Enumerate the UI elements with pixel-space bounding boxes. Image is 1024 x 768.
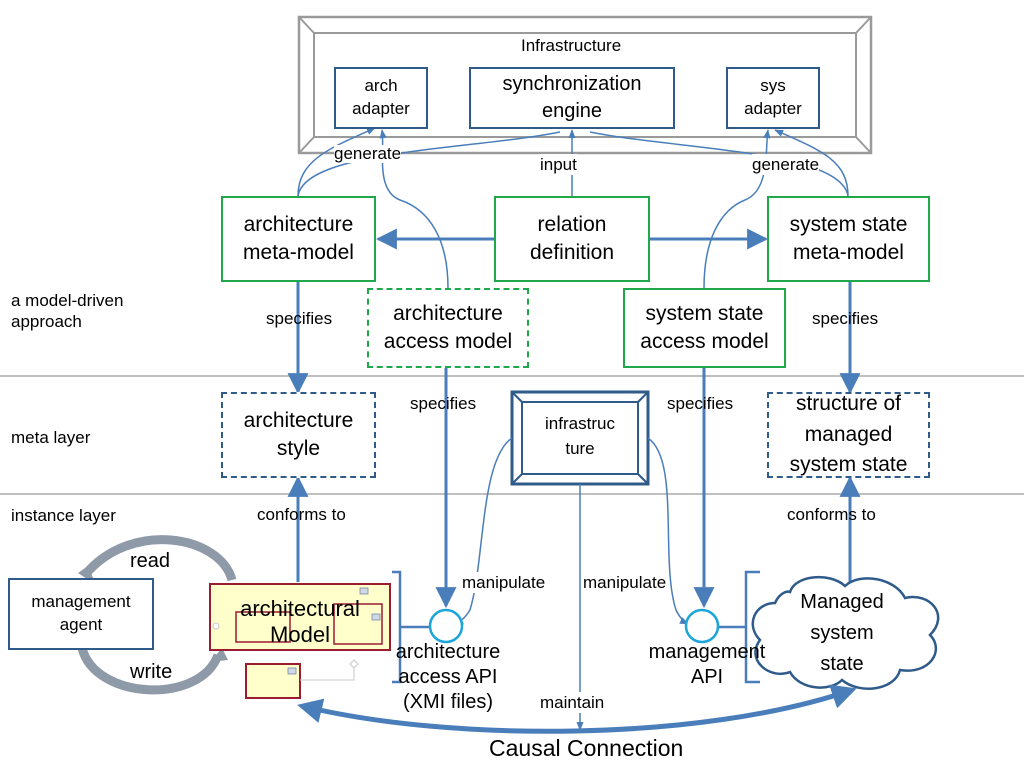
label-generate-right: generate (752, 154, 820, 176)
label-write: write (130, 661, 173, 683)
arch-meta-model-label: architecture meta-model (243, 212, 354, 264)
arrow-write (77, 646, 223, 695)
label-specifies-left: specifies (266, 309, 333, 328)
sync-engine-box[interactable]: synchronization engine (469, 67, 675, 129)
curve-generate-right-b (589, 131, 849, 197)
structure-managed-state-box[interactable]: structure of managed system state (767, 392, 930, 478)
label-generate-left: generate (334, 144, 402, 163)
curve-generate-right-a (774, 129, 849, 197)
managed-system-state-label[interactable]: Managed system state (800, 591, 884, 675)
relation-definition-box[interactable]: relation definition (494, 196, 650, 282)
management-api-label: management API (648, 641, 766, 688)
sys-adapter-label: sys adapter (744, 76, 802, 118)
system-state-meta-model-box[interactable]: system state meta-model (767, 196, 930, 282)
curve-manipulate-left (454, 437, 513, 625)
managed-system-cloud (751, 575, 940, 690)
label-manipulate-left: manipulate (462, 572, 546, 594)
arch-api-circle[interactable] (428, 608, 464, 644)
arrow-causal-connection (297, 684, 857, 734)
architecture-style-label: architecture style (243, 408, 354, 460)
management-agent-box[interactable]: management agent (8, 578, 154, 650)
architectural-model-graphic (209, 583, 391, 699)
curve-generate-left-a (297, 127, 376, 197)
label-specifies-mid-right: specifies (667, 394, 734, 413)
infrastructure-meta-label: infrastruc ture (545, 414, 615, 458)
label-read: read (130, 550, 171, 572)
arch-access-model-label: architecture access model (383, 301, 513, 353)
mgmt-api-circle[interactable] (684, 608, 720, 644)
curve-manipulate-right (647, 437, 689, 625)
label-meta-layer: meta layer (11, 428, 91, 447)
label-specifies-mid-left: specifies (410, 394, 477, 413)
causal-connection-label: Causal Connection (489, 735, 684, 761)
infrastructure-meta-frame (510, 390, 650, 486)
curve-sys-access-to-adapter (703, 129, 771, 289)
system-state-meta-model-label: system state meta-model (789, 212, 908, 264)
architectural-model-label[interactable]: architectural Model (240, 596, 360, 648)
arch-adapter-box[interactable]: arch adapter (334, 67, 428, 129)
label-model-driven-approach: a model-driven approach (11, 291, 124, 332)
architecture-style-box[interactable]: architecture style (221, 392, 376, 478)
structure-managed-state-label: structure of managed system state (789, 392, 908, 477)
system-state-access-model-label: system state access model (640, 301, 769, 353)
label-specifies-right: specifies (812, 309, 879, 328)
label-conforms-right: conforms to (787, 505, 876, 524)
sync-engine-label: synchronization engine (502, 73, 642, 122)
arch-meta-model-box[interactable]: architecture meta-model (221, 196, 376, 282)
label-input: input (540, 154, 577, 176)
arrow-read (81, 535, 237, 582)
arch-adapter-label: arch adapter (352, 76, 410, 118)
label-conforms-left: conforms to (257, 505, 346, 524)
infrastructure-title: Infrastructure (521, 36, 622, 55)
label-maintain: maintain (540, 692, 605, 714)
arch-access-model-box[interactable]: architecture access model (367, 288, 529, 368)
sys-adapter-box[interactable]: sys adapter (726, 67, 820, 129)
system-state-access-model-box[interactable]: system state access model (623, 288, 786, 368)
arrow-write-head (210, 648, 228, 662)
arch-access-api-label: architecture access API (XMI files) (395, 641, 501, 713)
label-instance-layer: instance layer (11, 506, 116, 525)
label-manipulate-right: manipulate (583, 572, 667, 594)
relation-definition-label: relation definition (529, 212, 615, 264)
management-agent-label: management agent (31, 592, 131, 634)
